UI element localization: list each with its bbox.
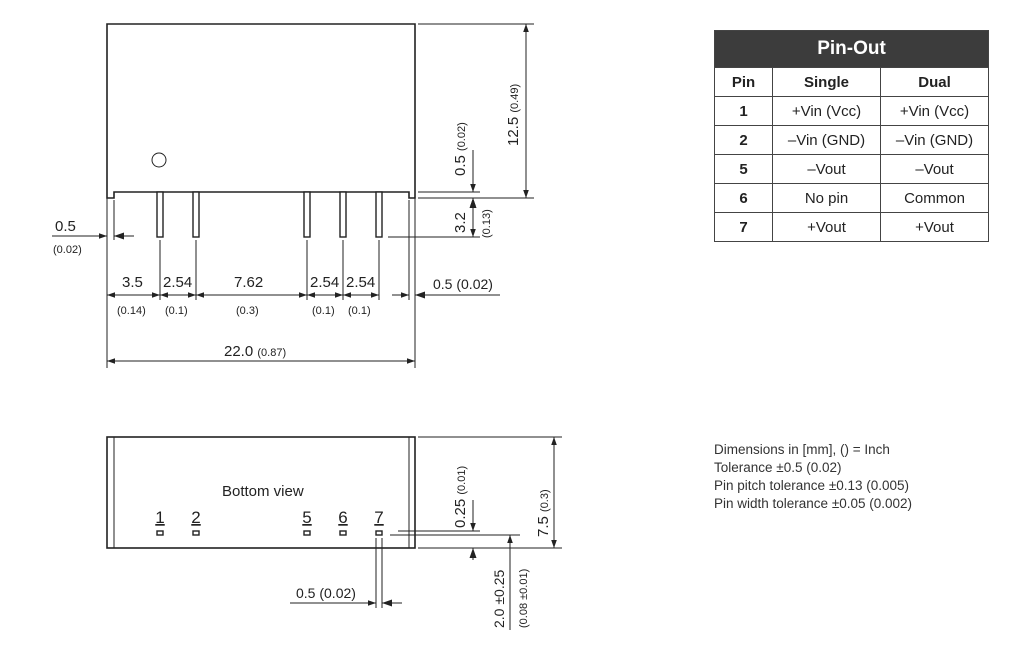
bottom-pin-6 [339,530,347,536]
cell-pin: 6 [714,183,773,213]
dim-standoff: 0.5 (0.02) [452,122,469,176]
cell-single: –Vin (GND) [772,125,881,155]
cell-single: +Vout [772,212,881,242]
side-pin-1 [156,191,164,238]
header-dual: Dual [880,67,989,97]
dim-pin-length-mm: 3.2 [452,212,469,233]
bottom-view-label: Bottom view [222,483,304,500]
cell-pin: 1 [714,96,773,126]
dim-pin-offset-left-mm: 0.5 [55,218,76,235]
dim-2-54-a-mm: 2.54 [163,274,192,291]
note-line: Tolerance ±0.5 (0.02) [714,460,842,475]
dim-2-54-a-in: (0.1) [165,305,188,317]
bottom-pin-2 [192,530,200,536]
dim-7-62-mm: 7.62 [234,274,263,291]
table-row: 1 +Vin (Vcc) +Vin (Vcc) [714,96,989,126]
cell-dual: +Vin (Vcc) [880,96,989,126]
note-line: Pin pitch tolerance ±0.13 (0.005) [714,478,910,493]
bottom-pin-7 [375,530,383,536]
cell-single: –Vout [772,154,881,184]
cell-dual: –Vout [880,154,989,184]
dim-3-5-in: (0.14) [117,305,146,317]
pin-number-6: 6 [338,508,347,527]
cell-dual: Common [880,183,989,213]
bottom-pin-1 [156,530,164,536]
dim-pin-width: 0.5 (0.02) [296,585,356,601]
header-pin: Pin [714,67,773,97]
dim-total-width: 22.0 (0.87) [224,343,286,360]
dim-depth: 7.5 (0.3) [535,489,552,537]
cell-pin: 5 [714,154,773,184]
dimension-notes: Dimensions in [mm], () = Inch Tolerance … [714,441,912,513]
bottom-view: Bottom view 1 2 5 6 7 7.5 (0.3) 0.25 (0.… [106,436,562,630]
side-view: 0.5 (0.02) 3.5 (0.14) 2.54 (0.1) 7.62 (0… [52,23,534,368]
note-line: Dimensions in [mm], () = Inch [714,442,890,457]
cell-pin: 2 [714,125,773,155]
pin-number-5: 5 [302,508,311,527]
dim-3-5-mm: 3.5 [122,274,143,291]
cell-dual: +Vout [880,212,989,242]
dim-2-54-b-in: (0.1) [312,305,335,317]
pin-number-7: 7 [374,508,383,527]
table-row: 2 –Vin (GND) –Vin (GND) [714,125,989,155]
table-row: 6 No pin Common [714,183,989,213]
side-pin-2 [192,191,200,238]
pin1-marker-circle [151,152,167,168]
pin-number-2: 2 [191,508,200,527]
side-view-package-body [106,23,416,199]
dim-pin-offset-right: 0.5 (0.02) [433,276,493,292]
pin-number-1: 1 [155,508,164,527]
cell-single: +Vin (Vcc) [772,96,881,126]
dim-pin-offset-left-in: (0.02) [53,244,82,256]
header-single: Single [772,67,881,97]
dim-2-54-c-mm: 2.54 [346,274,375,291]
cell-single: No pin [772,183,881,213]
cell-pin: 7 [714,212,773,242]
cell-dual: –Vin (GND) [880,125,989,155]
side-pin-6 [339,191,347,238]
dim-row-offset: 0.25 (0.01) [452,466,469,528]
dim-2-54-c-in: (0.1) [348,305,371,317]
bottom-view-package-body [106,436,416,549]
bottom-pin-5 [303,530,311,536]
pin-out-table: Pin-Out Pin Single Dual 1 +Vin (Vcc) +Vi… [714,30,989,242]
dim-pin-length-in: (0.13) [481,209,493,238]
table-row: 7 +Vout +Vout [714,212,989,242]
dim-2-54-b-mm: 2.54 [310,274,339,291]
side-pin-7 [375,191,383,238]
side-pin-5 [303,191,311,238]
dim-height: 12.5 (0.49) [505,84,522,146]
dim-7-62-in: (0.3) [236,305,259,317]
table-row: 5 –Vout –Vout [714,154,989,184]
note-line: Pin width tolerance ±0.05 (0.002) [714,496,913,511]
pin-out-title: Pin-Out [714,30,989,68]
dim-pin-pos-mm: 2.0 ±0.25 [491,570,507,628]
dim-pin-pos-in: (0.08 ±0.01) [518,569,530,628]
